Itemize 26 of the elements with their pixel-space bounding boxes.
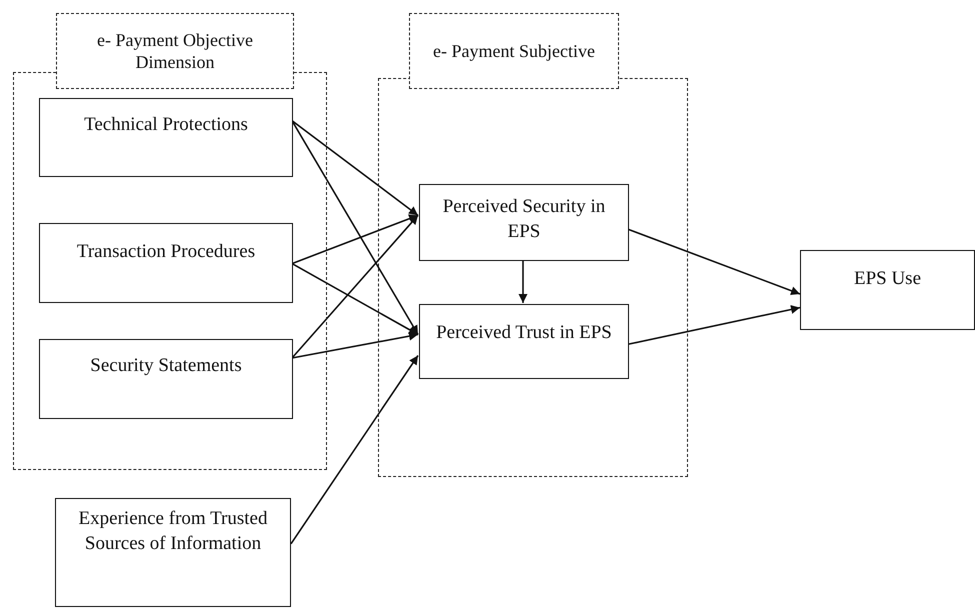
arrow (292, 262, 418, 336)
process-box (55, 498, 291, 607)
arrow (290, 355, 419, 544)
process-box (419, 184, 629, 261)
box-label: Perceived Trust in EPS (435, 321, 613, 345)
box-label: Perceived Security in EPS (442, 195, 606, 244)
process-box (419, 304, 629, 379)
arrow (628, 228, 800, 296)
arrow (292, 120, 418, 216)
arrow (291, 120, 419, 335)
arrow (518, 260, 528, 303)
process-box (39, 98, 293, 177)
box-label: Security Statements (89, 354, 243, 378)
arrow (291, 214, 419, 359)
box-label: Transaction Procedures (76, 240, 256, 264)
group-heading: e- Payment Subjective (409, 13, 619, 89)
group-heading: e- Payment Objective Dimension (56, 13, 294, 89)
arrow (628, 305, 800, 346)
arrow (292, 214, 418, 264)
process-box (800, 250, 975, 330)
arrow (292, 332, 418, 359)
process-box (39, 223, 293, 303)
box-label: Technical Protections (83, 113, 249, 137)
box-label: Experience from Trusted Sources of Information (78, 507, 268, 556)
process-box (39, 339, 293, 419)
box-label: EPS Use (852, 267, 922, 291)
